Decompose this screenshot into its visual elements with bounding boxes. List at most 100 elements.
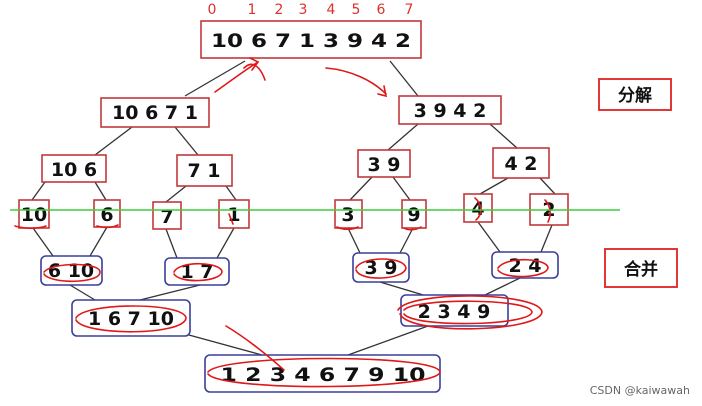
node-label: 9: [407, 204, 420, 226]
merge-node: 1 2 3 4 6 7 9 10: [204, 354, 441, 393]
ink-underline: [96, 224, 119, 229]
index-label: 0: [208, 2, 217, 18]
split-node: 3 9: [357, 149, 411, 178]
split-node: 1: [218, 199, 250, 229]
split-phase-label: 分解: [598, 78, 672, 111]
connector: [165, 228, 178, 259]
ink-loop: [497, 258, 549, 278]
connector: [347, 325, 429, 356]
connector: [94, 126, 133, 156]
merge-label: 合并: [624, 259, 658, 280]
node-label: 1 6 7 10: [88, 308, 174, 330]
index-label: 5: [352, 2, 361, 18]
ink-hook: [243, 63, 266, 81]
node-box: [93, 199, 121, 228]
split-node: 10 6 7 1: [100, 97, 210, 128]
split-node: 6: [93, 199, 121, 228]
ink-underline: [14, 225, 47, 230]
split-node: 4 2: [492, 147, 550, 179]
connector: [177, 331, 263, 356]
index-row: 0 1 2 3 4 5 6 7: [208, 2, 414, 18]
connector: [392, 176, 411, 201]
split-nodes: 10 6 7 1 3 9 4 2 10 6 7 1 3 9 4 2 10 6 7…: [18, 20, 569, 230]
node-box: [41, 154, 107, 183]
node-label: 3 9: [367, 154, 400, 176]
connector: [539, 177, 556, 195]
index-label: 2: [275, 2, 284, 18]
ink-arrow-left: [214, 61, 259, 93]
connector: [347, 227, 361, 254]
connector: [399, 227, 414, 254]
split-node: 10: [18, 199, 50, 229]
split-node: 10 6 7 1 3 9 4 2: [200, 20, 422, 59]
connector: [31, 181, 46, 201]
index-label: 7: [405, 2, 414, 18]
merge-phase-label: 合并: [604, 248, 678, 288]
connector: [484, 277, 521, 296]
connector: [216, 227, 235, 259]
connector: [479, 177, 509, 195]
connector: [389, 60, 419, 97]
index-label: 1: [248, 2, 257, 18]
index-label: 3: [299, 2, 308, 18]
split-node: 10 6: [41, 154, 107, 183]
ink-underline: [403, 226, 422, 231]
watermark: CSDN @kaiwawah: [590, 384, 690, 397]
split-node: 3 9 4 2: [398, 95, 502, 125]
node-box: [492, 147, 550, 179]
connector: [89, 226, 108, 257]
node-box: [18, 199, 50, 229]
connector: [489, 123, 518, 149]
node-box: [152, 201, 182, 230]
index-label: 6: [377, 2, 386, 18]
node-label: 10 6 7 1: [112, 102, 198, 124]
merge-nodes: 6 10 1 7 3 9 2 4 1 6 7 10 2 3 4 9 1 2 3 …: [40, 251, 559, 393]
split-node: 4: [463, 193, 493, 223]
ink-loop: [397, 295, 543, 330]
connector: [69, 284, 96, 301]
ink-arrow-right: [325, 67, 387, 95]
ink-loop: [43, 263, 101, 283]
connector: [139, 284, 201, 301]
node-label: 10 6 7 1 3 9 4 2: [211, 30, 411, 52]
node-box: [176, 154, 233, 187]
connector: [540, 224, 553, 253]
node-box: [100, 97, 210, 128]
merge-node: 2 3 4 9: [400, 294, 509, 327]
node-label: 6: [100, 204, 113, 226]
ink-loop: [403, 300, 533, 325]
connector: [477, 221, 501, 253]
connector: [184, 60, 246, 97]
split-label: 分解: [618, 85, 652, 106]
split-node: 3: [334, 199, 363, 229]
node-box: [398, 95, 502, 125]
label-box: [604, 248, 678, 288]
node-label: 10 6: [51, 159, 97, 181]
split-node: 7: [152, 201, 182, 230]
connector: [349, 176, 373, 201]
connector: [174, 126, 199, 156]
node-label: 10: [21, 204, 47, 226]
node-label: 7: [160, 206, 173, 228]
ink-underline: [336, 226, 359, 231]
connector: [225, 185, 237, 201]
ink-loop: [355, 258, 407, 279]
ink-arrow-right-head: [377, 85, 388, 98]
node-box: [334, 199, 363, 229]
node-box: [200, 20, 422, 59]
node-label: 4: [471, 198, 484, 220]
node-label: 4 2: [504, 153, 537, 175]
node-label: 3 9 4 2: [414, 100, 487, 122]
node-box: [491, 251, 559, 279]
connector: [94, 181, 107, 201]
node-label: 3: [341, 204, 354, 226]
index-label: 4: [327, 2, 336, 18]
connector: [387, 123, 419, 151]
node-box: [401, 199, 427, 229]
split-node: 7 1: [176, 154, 233, 187]
connector: [32, 227, 54, 257]
label-box: [598, 78, 672, 111]
ink-loop: [207, 357, 441, 388]
connector: [165, 185, 187, 203]
